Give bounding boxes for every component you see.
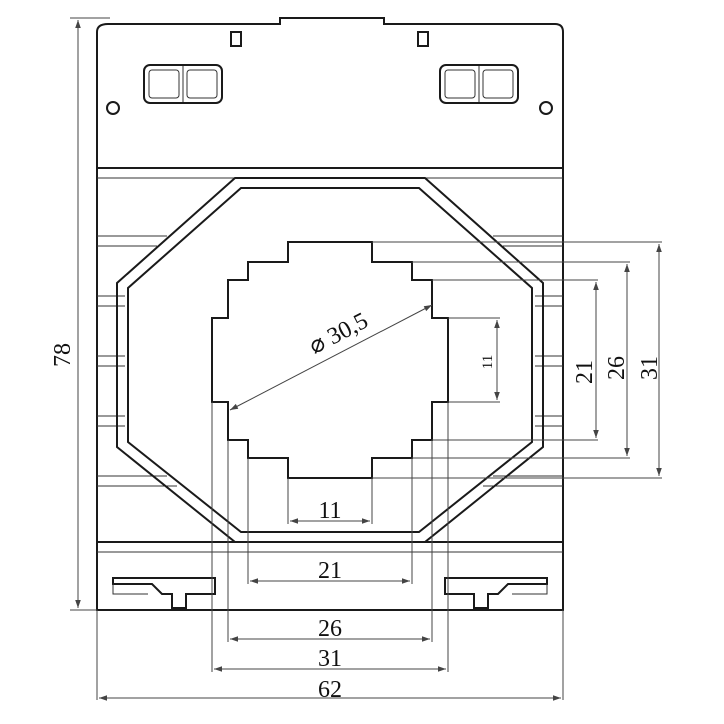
label-v-31: 31 <box>637 356 663 380</box>
bore-window <box>211 241 449 479</box>
extension-lines <box>70 17 662 700</box>
label-overall-width: 62 <box>318 677 342 703</box>
label-v-26: 26 <box>604 356 630 380</box>
label-v-11: 11 <box>480 355 496 369</box>
foot-clip-left <box>112 577 216 609</box>
octagon-outer <box>116 177 544 543</box>
terminal-clip-right <box>439 64 519 104</box>
housing <box>96 17 564 611</box>
side-ribs-left <box>97 235 177 487</box>
label-h-26: 26 <box>318 616 342 642</box>
label-h-31: 31 <box>318 646 342 672</box>
housing-outline <box>96 17 564 611</box>
octagon-inner <box>127 187 533 533</box>
dim-line-diameter <box>229 304 433 411</box>
mounting-hole-left <box>106 101 120 115</box>
dimension-labels: 78 62 31 26 21 11 31 26 21 11 ⌀ 30,5 <box>50 308 663 703</box>
label-h-11: 11 <box>318 498 341 524</box>
terminal-clip-left <box>143 64 223 104</box>
side-ribs-right <box>483 235 563 487</box>
label-v-21: 21 <box>572 360 598 384</box>
mounting-hole-right <box>539 101 553 115</box>
label-overall-height: 78 <box>50 343 76 367</box>
dimension-lines <box>75 20 662 701</box>
foot-clip-right <box>444 577 548 609</box>
top-slot-left <box>230 31 242 47</box>
label-bore-diameter: ⌀ 30,5 <box>305 308 372 360</box>
label-h-21: 21 <box>318 558 342 584</box>
top-slot-right <box>417 31 429 47</box>
